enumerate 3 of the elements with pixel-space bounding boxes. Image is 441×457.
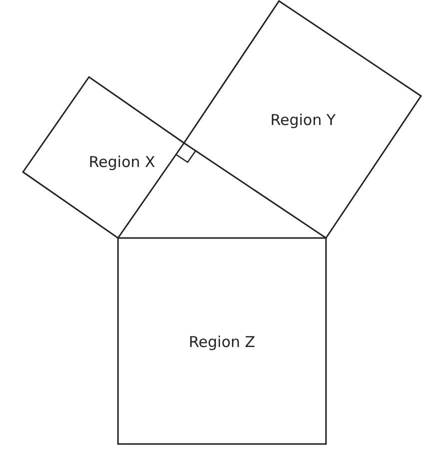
region-label: Region X [88, 153, 156, 171]
region-label: Region Y [270, 111, 336, 129]
region-label: Region Z [188, 333, 256, 351]
